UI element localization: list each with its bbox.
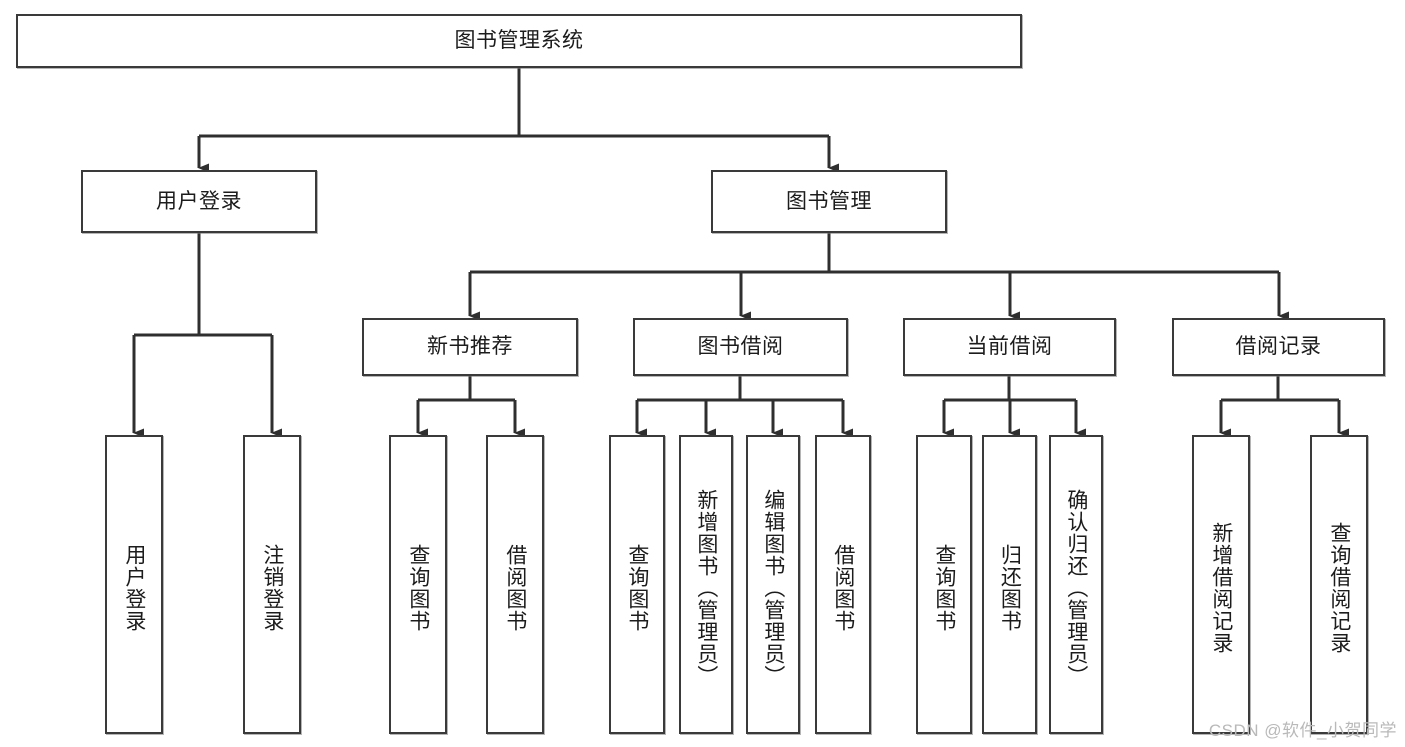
node-label: 查询图书 [625,543,649,632]
node-leaf-borrow-book-2[interactable]: 借阅图书 [815,435,871,734]
node-label: 查询借阅记录 [1327,521,1351,654]
node-leaf-logout[interactable]: 注销登录 [243,435,301,734]
node-leaf-query-record[interactable]: 查询借阅记录 [1310,435,1368,734]
node-leaf-add-book[interactable]: 新增图书（管理员） [679,435,733,734]
node-leaf-query-book-1[interactable]: 查询图书 [389,435,447,734]
node-label: 图书管理系统 [454,29,584,53]
node-label: 新书推荐 [427,335,513,359]
node-label: 归还图书 [998,543,1022,632]
node-leaf-add-record[interactable]: 新增借阅记录 [1192,435,1250,734]
node-leaf-borrow-book-1[interactable]: 借阅图书 [486,435,544,734]
node-label: 新增图书（管理员） [694,488,718,687]
node-label: 借阅图书 [831,543,855,632]
node-label: 查询图书 [406,543,430,632]
node-leaf-user-login[interactable]: 用户登录 [105,435,163,734]
connector-paths [132,68,1349,438]
node-leaf-return-book[interactable]: 归还图书 [982,435,1037,734]
node-borrow-record[interactable]: 借阅记录 [1172,318,1385,376]
node-label: 借阅记录 [1235,335,1322,359]
node-book-borrow[interactable]: 图书借阅 [633,318,848,376]
node-label: 图书管理 [786,189,872,213]
node-leaf-edit-book[interactable]: 编辑图书（管理员） [746,435,800,734]
node-label: 图书借阅 [697,335,784,359]
node-label: 查询图书 [932,543,956,632]
node-leaf-confirm-return[interactable]: 确认归还（管理员） [1049,435,1103,734]
node-current-borrow[interactable]: 当前借阅 [903,318,1116,376]
node-book-manage[interactable]: 图书管理 [711,170,947,233]
node-label: 注销登录 [260,543,284,632]
node-label: 编辑图书（管理员） [761,488,785,687]
node-label: 新增借阅记录 [1209,521,1233,654]
node-user-login[interactable]: 用户登录 [81,170,317,233]
node-leaf-query-book-2[interactable]: 查询图书 [609,435,665,734]
watermark-text: CSDN @软件_小贺同学 [1208,721,1397,740]
node-new-book-rec[interactable]: 新书推荐 [362,318,578,376]
node-root[interactable]: 图书管理系统 [16,14,1022,68]
node-label: 用户登录 [156,189,242,213]
node-label: 用户登录 [122,543,146,632]
node-label: 确认归还（管理员） [1064,488,1088,687]
node-label: 借阅图书 [503,543,527,632]
node-leaf-query-book-3[interactable]: 查询图书 [916,435,972,734]
node-label: 当前借阅 [966,335,1053,359]
